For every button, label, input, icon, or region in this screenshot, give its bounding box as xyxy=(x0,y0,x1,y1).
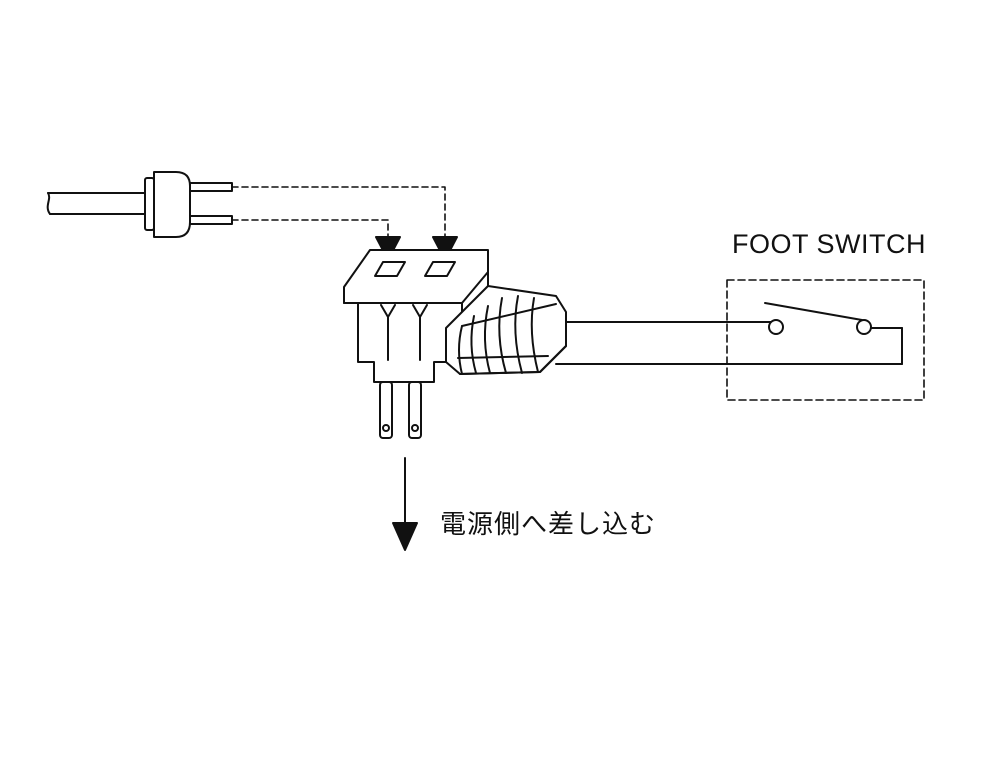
plug-prong-upper xyxy=(190,183,232,191)
foot-switch xyxy=(727,280,924,400)
outlet-slot-right xyxy=(425,262,455,276)
down-arrow xyxy=(393,458,417,550)
arrow-left-slot xyxy=(376,237,400,260)
insert-into-power-label: 電源側へ差し込む xyxy=(440,510,657,540)
switch-contact-right xyxy=(857,320,871,334)
incoming-plug xyxy=(48,172,232,237)
adapter-prong-left xyxy=(380,382,392,438)
insertion-guides xyxy=(232,187,445,240)
foot-switch-label: FOOT SWITCH xyxy=(732,229,926,259)
switch-cord xyxy=(556,322,902,364)
switch-lever xyxy=(765,303,862,320)
switch-contact-left xyxy=(769,320,783,334)
foot-switch-adapter xyxy=(344,250,566,438)
outlet-slot-left xyxy=(375,262,405,276)
foot-switch-box xyxy=(727,280,924,400)
plug-prong-lower xyxy=(190,216,232,224)
adapter-prong-right xyxy=(409,382,421,438)
arrow-right-slot xyxy=(433,237,457,260)
cable-end xyxy=(48,193,50,214)
plug-body xyxy=(154,172,190,237)
